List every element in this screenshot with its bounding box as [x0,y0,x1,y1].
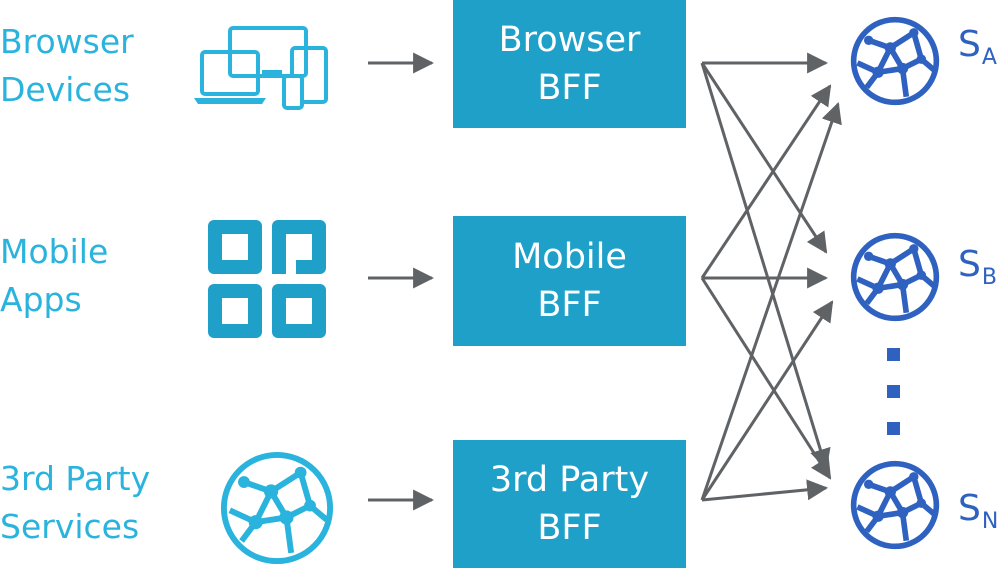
devices-icon [194,26,328,110]
arrow-bff-to-service [700,277,832,480]
service-label-main: S [958,488,981,529]
bff-label-line1: 3rd Party [489,460,650,500]
bff-label-line2: BFF [537,508,602,548]
service-label-a: SA [958,24,997,70]
bff-label-line1: Browser [498,20,641,60]
service-n-network-globe-icon [850,460,940,550]
client-label-third-party: 3rd Party Services [0,455,150,551]
service-label-b: SB [958,244,997,290]
client-label-browser: Browser Devices [0,18,134,114]
client-label-line2: Services [0,507,140,546]
service-a-network-globe-icon [850,16,940,106]
arrow-bff-to-service [701,479,829,502]
client-label-mobile: Mobile Apps [0,228,108,324]
arrow-bff-to-service [700,62,828,254]
client-label-line2: Apps [0,280,82,319]
bff-box-mobile: Mobile BFF [453,216,686,346]
service-b-network-globe-icon [850,232,940,322]
service-label-n: SN [958,488,998,534]
arrow-bff-to-service [700,300,834,501]
bff-label-line1: Mobile [512,237,627,277]
bff-label-line2: BFF [537,68,602,108]
service-label-sub: B [981,265,997,290]
arrow-bff-to-service [700,62,831,471]
arrow-bff-to-service [700,84,832,279]
bff-box-third-party: 3rd Party BFF [453,440,686,568]
bff-box-browser: Browser BFF [453,0,686,128]
service-label-main: S [958,24,981,65]
arrow-bff-to-service [700,102,842,501]
bff-label-line2: BFF [537,285,602,325]
client-label-line1: Browser [0,22,134,61]
client-label-line2: Devices [0,70,131,109]
client-label-line1: 3rd Party [0,459,151,498]
client-label-line1: Mobile [0,232,109,271]
service-label-sub: N [981,509,999,534]
app-grid-icon [208,220,326,338]
service-label-sub: A [981,45,997,70]
service-label-main: S [958,244,981,285]
vertical-ellipsis-icon [887,348,900,435]
network-globe-icon [220,451,334,565]
